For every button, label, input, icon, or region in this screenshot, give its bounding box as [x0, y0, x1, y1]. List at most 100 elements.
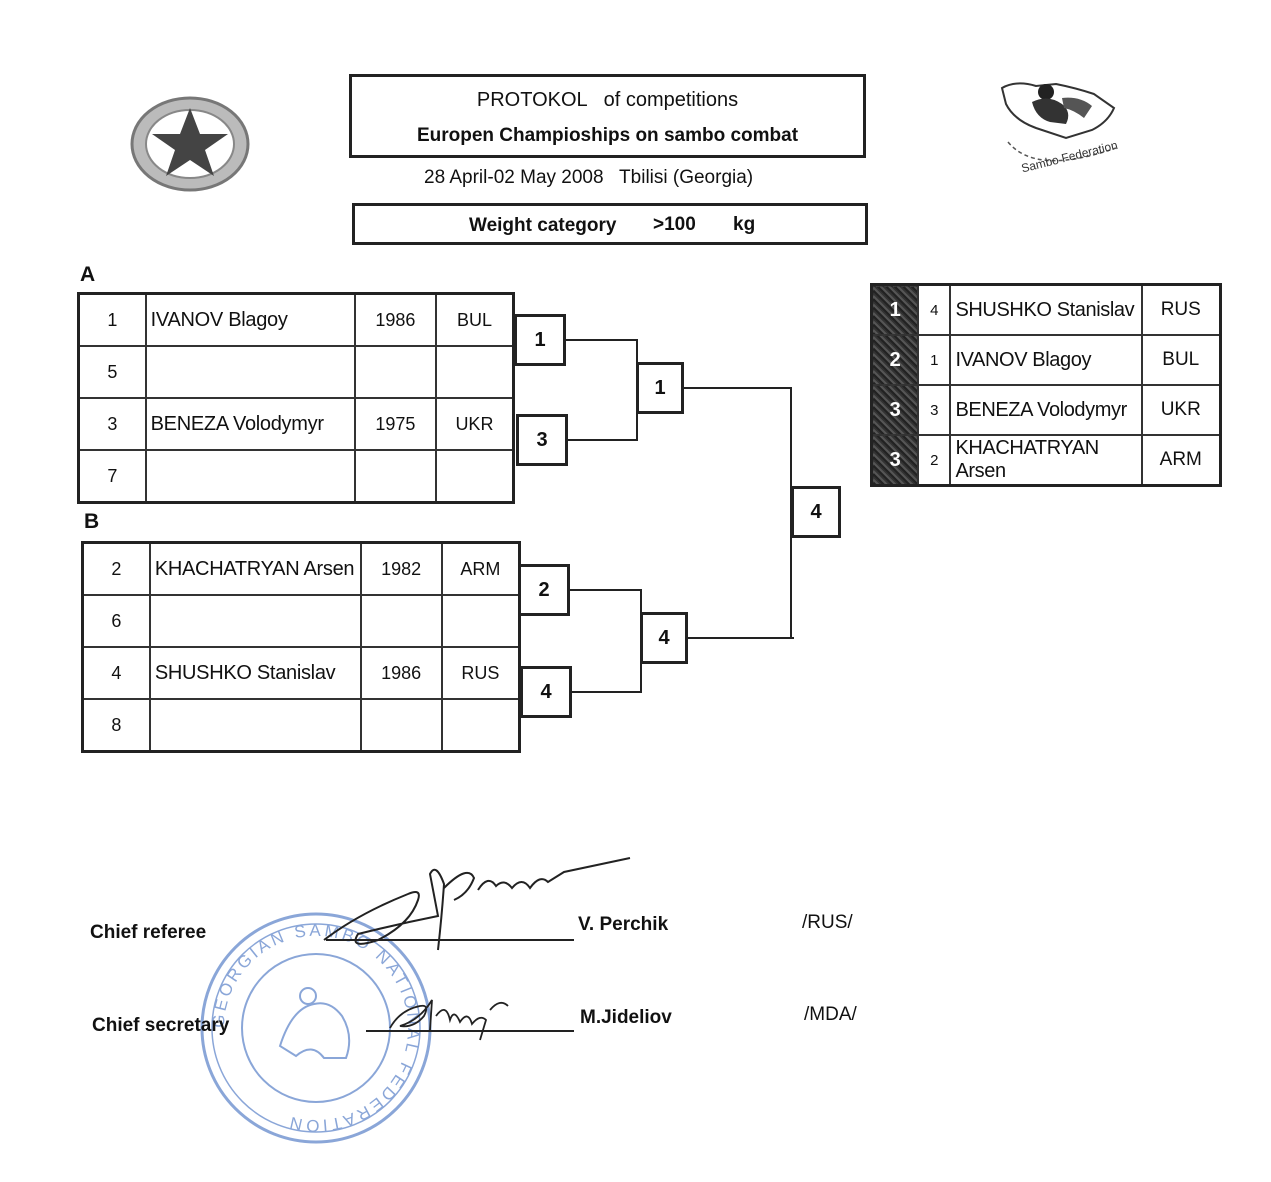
country-code: RUS [1140, 283, 1222, 336]
birth-year [353, 345, 437, 399]
draw-number: 3 [77, 397, 147, 451]
group-b-letter: B [84, 510, 100, 533]
referee-signature [323, 857, 631, 951]
athlete-name [144, 449, 356, 504]
group-a-letter: A [80, 263, 96, 286]
table-row: 5 [77, 345, 515, 399]
bracket-line [570, 691, 642, 693]
draw-number: 1 [77, 292, 147, 347]
chief-secretary-country: /MDA/ [804, 1004, 857, 1025]
country-code [440, 698, 521, 753]
birth-year [359, 698, 443, 753]
weight-category-label: Weight category [469, 215, 617, 236]
bracket-round1-box: 3 [516, 414, 568, 466]
weight-unit: kg [733, 214, 756, 235]
chief-secretary-label: Chief secretary [92, 1015, 230, 1036]
table-row: 1 IVANOV Blagoy 1986 BUL [77, 292, 515, 347]
athlete-name [148, 594, 362, 648]
weight-value: >100 [653, 214, 696, 235]
sambo-federation-logo: Sambo Federation [1000, 82, 1119, 175]
referee-signature-line [326, 939, 574, 941]
bracket-semifinal-box: 4 [640, 612, 688, 664]
page-subtitle: Europen Champioships on sambo combat [416, 125, 799, 146]
birth-year [359, 594, 443, 648]
place-badge: 2 [870, 334, 920, 386]
date-place: 28 April-02 May 2008 Tbilisi (Georgia) [424, 167, 754, 188]
group-b-table: 2 KHACHATRYAN Arsen 1982 ARM 6 4 SHUSHKO… [81, 541, 521, 753]
country-code: BUL [1140, 334, 1222, 386]
draw-number: 2 [917, 434, 952, 487]
table-row: 3 2 KHACHATRYAN Arsen ARM [870, 434, 1222, 487]
country-code: ARM [440, 541, 521, 596]
country-code: RUS [440, 646, 521, 700]
country-code: UKR [1140, 384, 1222, 436]
athlete-name: BENEZA Volodymyr [144, 397, 356, 451]
table-row: 2 1 IVANOV Blagoy BUL [870, 334, 1222, 386]
athlete-name: KHACHATRYAN Arsen [949, 434, 1143, 487]
birth-year: 1982 [359, 541, 443, 596]
draw-number: 7 [77, 449, 147, 504]
table-row: 8 [81, 698, 521, 753]
title-box: PROTOKOL of competitions Europen Champio… [349, 74, 866, 158]
bracket-round1-box: 4 [520, 666, 572, 718]
bracket-semifinal-box: 1 [636, 362, 684, 414]
country-code [434, 345, 515, 399]
secretary-signature [389, 999, 509, 1041]
chief-referee-label: Chief referee [90, 922, 207, 943]
bracket-line [566, 439, 638, 441]
country-code [440, 594, 521, 648]
country-code: UKR [434, 397, 515, 451]
bracket-line [688, 637, 794, 639]
secretary-signature-line [366, 1030, 574, 1032]
table-row: 2 KHACHATRYAN Arsen 1982 ARM [81, 541, 521, 596]
weight-category-box: Weight category >100 kg [352, 203, 868, 245]
draw-number: 4 [917, 283, 952, 336]
draw-number: 5 [77, 345, 147, 399]
bracket-line [684, 387, 792, 389]
table-row: 3 BENEZA Volodymyr 1975 UKR [77, 397, 515, 451]
country-code: BUL [434, 292, 515, 347]
bracket-line [564, 339, 638, 341]
athlete-name: SHUSHKO Stanislav [949, 283, 1143, 336]
table-row: 6 [81, 594, 521, 648]
athlete-name: IVANOV Blagoy [949, 334, 1143, 386]
star-emblem-logo [130, 96, 250, 192]
place-badge: 1 [870, 283, 920, 336]
place-badge: 3 [870, 434, 920, 487]
page-title: PROTOKOL of competitions [476, 89, 739, 111]
athlete-name [144, 345, 356, 399]
bracket-round1-box: 2 [518, 564, 570, 616]
birth-year: 1986 [353, 292, 437, 347]
bracket-line [568, 589, 642, 591]
results-table: 1 4 SHUSHKO Stanislav RUS 2 1 IVANOV Bla… [870, 283, 1222, 487]
athlete-name: KHACHATRYAN Arsen [148, 541, 362, 596]
logo-text: Sambo Federation [1020, 138, 1119, 175]
bracket-final-box: 4 [791, 486, 841, 538]
draw-number: 3 [917, 384, 952, 436]
draw-number: 8 [81, 698, 151, 753]
athlete-name [148, 698, 362, 753]
athlete-name: IVANOV Blagoy [144, 292, 356, 347]
chief-secretary-name: M.Jideliov [580, 1007, 672, 1028]
birth-year [353, 449, 437, 504]
table-row: 1 4 SHUSHKO Stanislav RUS [870, 283, 1222, 336]
birth-year: 1975 [353, 397, 437, 451]
birth-year: 1986 [359, 646, 443, 700]
draw-number: 2 [81, 541, 151, 596]
bracket-round1-box: 1 [514, 314, 566, 366]
athlete-name: SHUSHKO Stanislav [148, 646, 362, 700]
table-row: 3 3 BENEZA Volodymyr UKR [870, 384, 1222, 436]
country-code [434, 449, 515, 504]
place-badge: 3 [870, 384, 920, 436]
federation-stamp: GEORGIAN SAMBO NATIONAL FEDERATION [200, 912, 432, 1144]
table-row: 7 [77, 449, 515, 504]
athlete-name: BENEZA Volodymyr [949, 384, 1143, 436]
draw-number: 4 [81, 646, 151, 700]
group-a-table: 1 IVANOV Blagoy 1986 BUL 5 3 BENEZA Volo… [77, 292, 515, 504]
draw-number: 6 [81, 594, 151, 648]
chief-referee-country: /RUS/ [802, 912, 853, 933]
table-row: 4 SHUSHKO Stanislav 1986 RUS [81, 646, 521, 700]
country-code: ARM [1140, 434, 1222, 487]
chief-referee-name: V. Perchik [578, 914, 669, 935]
draw-number: 1 [917, 334, 952, 386]
